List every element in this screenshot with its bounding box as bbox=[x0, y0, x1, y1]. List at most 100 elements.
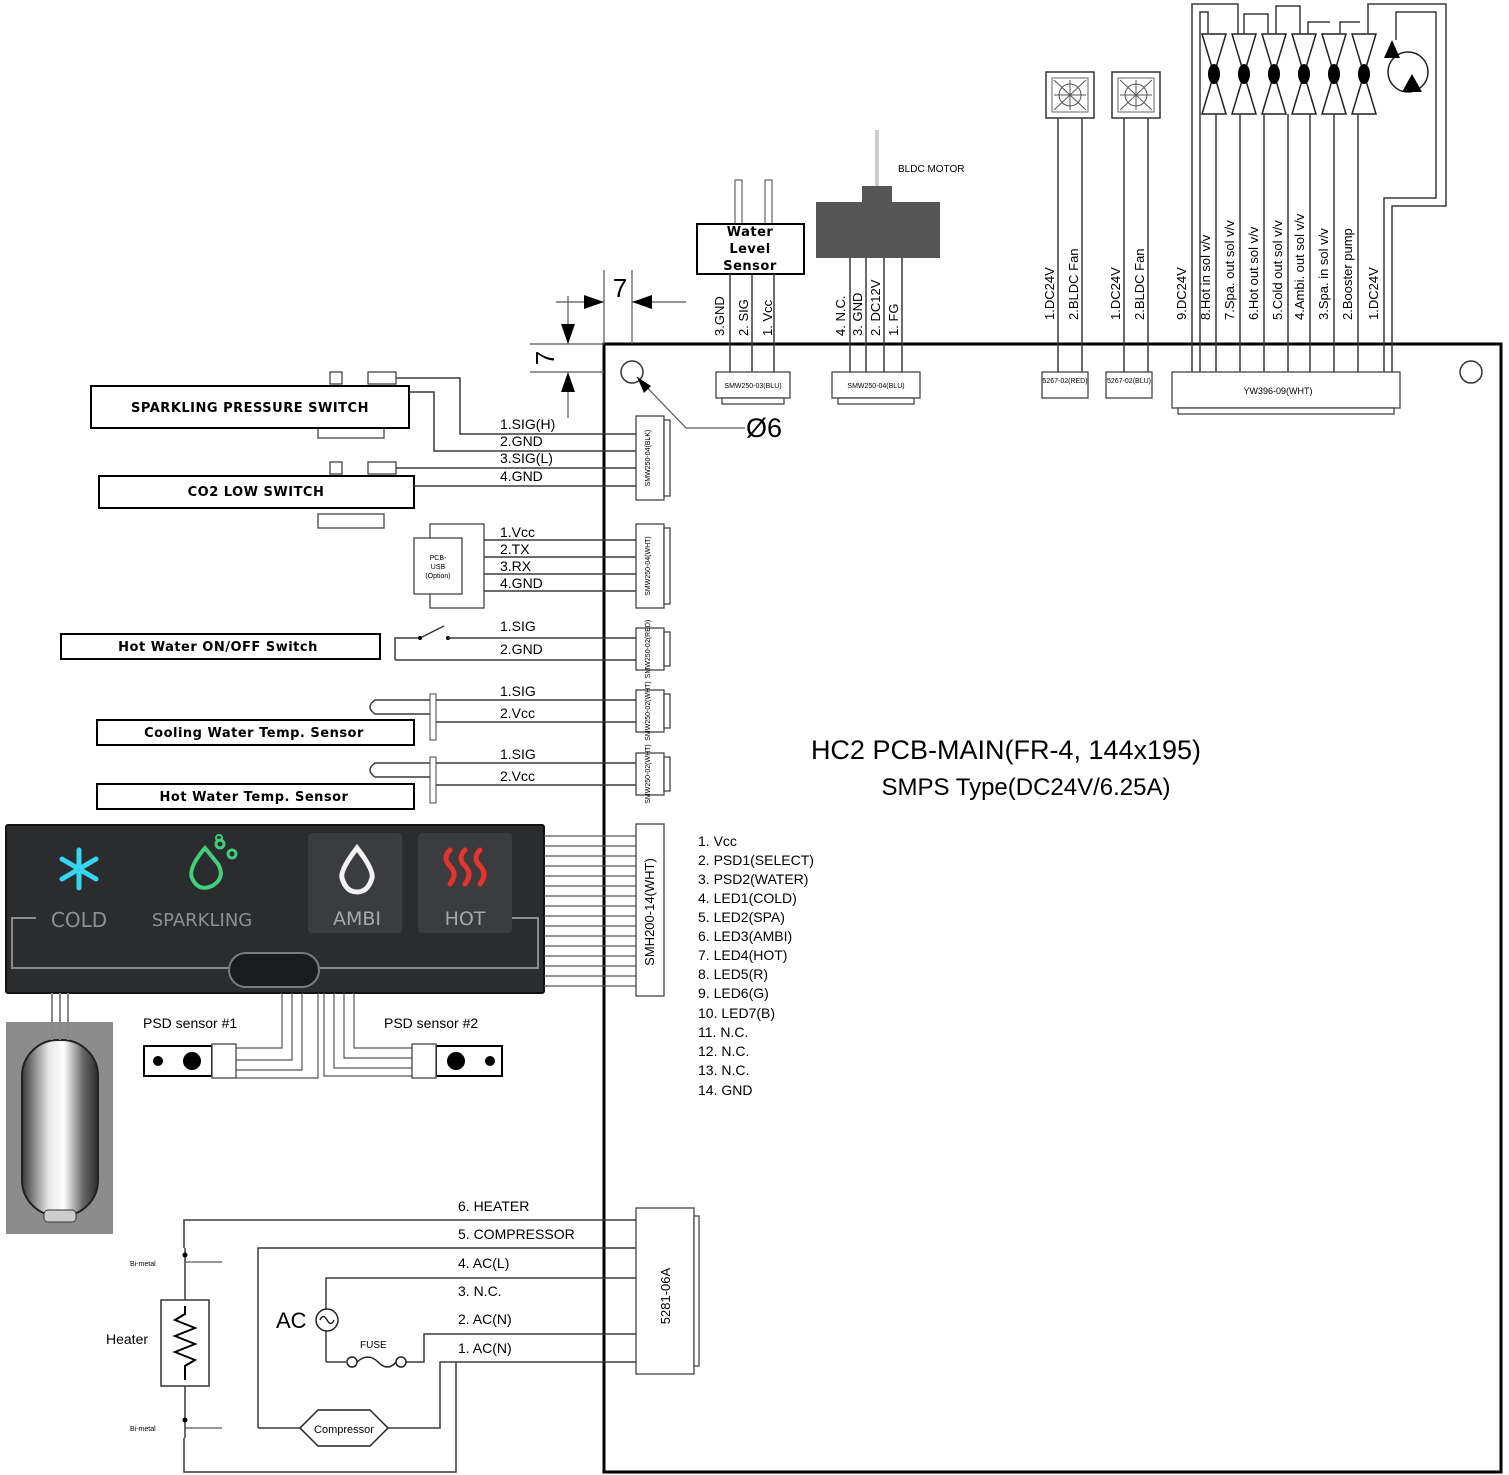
svg-text:5. COMPRESSOR: 5. COMPRESSOR bbox=[458, 1226, 575, 1242]
svg-text:1.SIG(H): 1.SIG(H) bbox=[500, 416, 555, 432]
svg-text:2.BLDC Fan: 2.BLDC Fan bbox=[1066, 248, 1081, 320]
hot-water-switch: Hot Water ON/OFF Switch bbox=[60, 625, 636, 661]
connector-hot-sensor: SMW250-02(WHT) bbox=[635, 744, 671, 804]
connector-hot-switch: SMW250-02(RED) bbox=[635, 620, 671, 678]
svg-text:Bi-metal: Bi-metal bbox=[130, 1426, 156, 1433]
svg-text:1.Vcc: 1.Vcc bbox=[500, 524, 535, 540]
svg-text:2. DC12V: 2. DC12V bbox=[868, 279, 883, 336]
svg-text:4.Ambi. out sol v/v: 4.Ambi. out sol v/v bbox=[1292, 213, 1307, 320]
svg-text:FUSE: FUSE bbox=[360, 1340, 387, 1351]
psd-sensor-2: PSD sensor #2 bbox=[384, 1015, 503, 1079]
svg-text:9. LED6(G): 9. LED6(G) bbox=[698, 985, 769, 1001]
power-pin-labels: 6. HEATER 5. COMPRESSOR 4. AC(L) 3. N.C.… bbox=[458, 1198, 575, 1356]
svg-text:3.SIG(L): 3.SIG(L) bbox=[500, 450, 553, 466]
dim-vertical: 7 bbox=[530, 351, 560, 365]
svg-text:3. GND: 3. GND bbox=[850, 293, 865, 336]
valve-bank bbox=[1191, 3, 1447, 372]
svg-text:2.Booster pump: 2.Booster pump bbox=[1340, 228, 1355, 320]
sparkling-label: SPARKLING bbox=[152, 910, 253, 931]
svg-text:Sensor: Sensor bbox=[723, 259, 777, 274]
bubble-drop-icon bbox=[189, 834, 238, 890]
svg-text:SMW250-02(RED): SMW250-02(RED) bbox=[645, 620, 652, 678]
connector-panel: SMH200-14(WHT) bbox=[635, 823, 665, 997]
pcb-subtitle: SMPS Type(DC24V/6.25A) bbox=[881, 774, 1170, 801]
svg-text:1.SIG: 1.SIG bbox=[500, 618, 536, 634]
hot-temp-sensor: Hot Water Temp. Sensor bbox=[96, 756, 636, 810]
svg-text:2. SIG: 2. SIG bbox=[736, 299, 751, 336]
pcb-usb-module: PCB- USB (Option) bbox=[413, 523, 485, 609]
svg-text:3. PSD2(WATER): 3. PSD2(WATER) bbox=[698, 871, 808, 887]
svg-text:SMW250-03(BLU): SMW250-03(BLU) bbox=[724, 383, 781, 390]
svg-text:1.DC24V: 1.DC24V bbox=[1366, 267, 1381, 320]
uart-pin-labels: 1.Vcc 2.TX 3.RX 4.GND bbox=[500, 524, 543, 591]
power-wires bbox=[183, 1219, 636, 1473]
snowflake-icon bbox=[59, 847, 99, 891]
svg-text:10. LED7(B): 10. LED7(B) bbox=[698, 1005, 775, 1021]
svg-text:SMW250-02(WHT): SMW250-02(WHT) bbox=[645, 744, 652, 804]
valve-pin-labels: 9.DC24V 8.Hot in sol v/v 7.Spa. out sol … bbox=[1174, 213, 1381, 320]
psd-sensor-1: PSD sensor #1 bbox=[143, 1015, 237, 1079]
svg-text:5.Cold out sol v/v: 5.Cold out sol v/v bbox=[1270, 220, 1285, 320]
svg-text:2. AC(N): 2. AC(N) bbox=[458, 1311, 512, 1327]
panel-pin-list: 1. Vcc 2. PSD1(SELECT) 3. PSD2(WATER) 4.… bbox=[698, 833, 814, 1098]
svg-text:Hot Water Temp. Sensor: Hot Water Temp. Sensor bbox=[160, 790, 349, 805]
connector-valves: YW396-09(WHT) bbox=[1171, 371, 1401, 415]
svg-text:1.DC24V: 1.DC24V bbox=[1042, 267, 1057, 320]
svg-text:5281-06A: 5281-06A bbox=[658, 1267, 673, 1324]
svg-text:4. N.C.: 4. N.C. bbox=[833, 296, 848, 336]
svg-text:BLDC MOTOR: BLDC MOTOR bbox=[898, 164, 965, 175]
water-level-pin-labels: 3.GND 2. SIG 1. Vcc bbox=[712, 296, 775, 336]
svg-text:AC: AC bbox=[276, 1308, 307, 1333]
svg-text:1.SIG: 1.SIG bbox=[500, 683, 536, 699]
fuse: FUSE bbox=[346, 1340, 407, 1368]
svg-text:4. LED1(COLD): 4. LED1(COLD) bbox=[698, 890, 797, 906]
svg-text:2.Vcc: 2.Vcc bbox=[500, 705, 535, 721]
uart-wires bbox=[484, 539, 636, 592]
heater: Heater Bi-metal Bi-metal bbox=[106, 1248, 222, 1438]
mounting-hole-right bbox=[1459, 360, 1483, 384]
svg-text:Bi-metal: Bi-metal bbox=[130, 1261, 156, 1268]
svg-text:2.TX: 2.TX bbox=[500, 541, 530, 557]
svg-text:2.BLDC Fan: 2.BLDC Fan bbox=[1132, 248, 1147, 320]
svg-text:Hot Water ON/OFF Switch: Hot Water ON/OFF Switch bbox=[118, 640, 318, 655]
svg-text:2.GND: 2.GND bbox=[500, 433, 543, 449]
svg-text:13. N.C.: 13. N.C. bbox=[698, 1062, 749, 1078]
hot-label: HOT bbox=[445, 908, 486, 930]
sparkling-pressure-switch: SPARKLING PRESSURE SWITCH bbox=[90, 371, 410, 439]
svg-text:YW396-09(WHT): YW396-09(WHT) bbox=[1243, 386, 1312, 396]
cooling-temp-sensor: Cooling Water Temp. Sensor bbox=[96, 693, 636, 746]
connector-power: 5281-06A bbox=[635, 1207, 700, 1375]
fan-2: 1.DC24V 2.BLDC Fan 5267-02(BLU) bbox=[1105, 71, 1161, 399]
svg-text:SMW250-04(BLK): SMW250-04(BLK) bbox=[645, 430, 652, 487]
svg-text:1. AC(N): 1. AC(N) bbox=[458, 1340, 512, 1356]
svg-text:4.GND: 4.GND bbox=[500, 468, 543, 484]
svg-text:9.DC24V: 9.DC24V bbox=[1174, 267, 1189, 320]
svg-text:1. FG: 1. FG bbox=[886, 303, 901, 336]
svg-text:Heater: Heater bbox=[106, 1331, 148, 1347]
svg-text:Compressor: Compressor bbox=[314, 1424, 374, 1436]
svg-text:3.Spa. in sol v/v: 3.Spa. in sol v/v bbox=[1316, 228, 1331, 320]
compressor: Compressor bbox=[298, 1409, 390, 1447]
svg-text:3. N.C.: 3. N.C. bbox=[458, 1283, 502, 1299]
panel-wires bbox=[544, 835, 636, 987]
svg-text:4. AC(L): 4. AC(L) bbox=[458, 1255, 509, 1271]
svg-text:SMW250-04(BLU): SMW250-04(BLU) bbox=[847, 383, 904, 390]
svg-text:8.Hot in sol v/v: 8.Hot in sol v/v bbox=[1198, 234, 1213, 320]
svg-text:1. Vcc: 1. Vcc bbox=[698, 833, 737, 849]
co2-low-switch: CO2 LOW SWITCH bbox=[98, 461, 415, 529]
ambi-label: AMBI bbox=[333, 908, 381, 930]
svg-text:PSD sensor #1: PSD sensor #1 bbox=[143, 1015, 237, 1031]
water-drop-icon bbox=[339, 843, 375, 895]
svg-text:1.DC24V: 1.DC24V bbox=[1108, 267, 1123, 320]
pressure-pin-labels: 1.SIG(H) 2.GND 3.SIG(L) 4.GND bbox=[500, 416, 555, 484]
svg-text:6. HEATER: 6. HEATER bbox=[458, 1198, 529, 1214]
svg-text:Cooling Water Temp. Sensor: Cooling Water Temp. Sensor bbox=[144, 726, 364, 741]
connector-uart: SMW250-04(WHT) bbox=[635, 523, 671, 609]
svg-text:5267-02(RED): 5267-02(RED) bbox=[1042, 378, 1087, 385]
connector-cool-sensor: SMW250-02(WHT) bbox=[635, 681, 671, 741]
svg-text:2. PSD1(SELECT): 2. PSD1(SELECT) bbox=[698, 852, 814, 868]
hot-water-tank bbox=[6, 993, 113, 1234]
svg-text:SMH200-14(WHT): SMH200-14(WHT) bbox=[642, 858, 657, 966]
pressure-wires bbox=[396, 377, 636, 487]
